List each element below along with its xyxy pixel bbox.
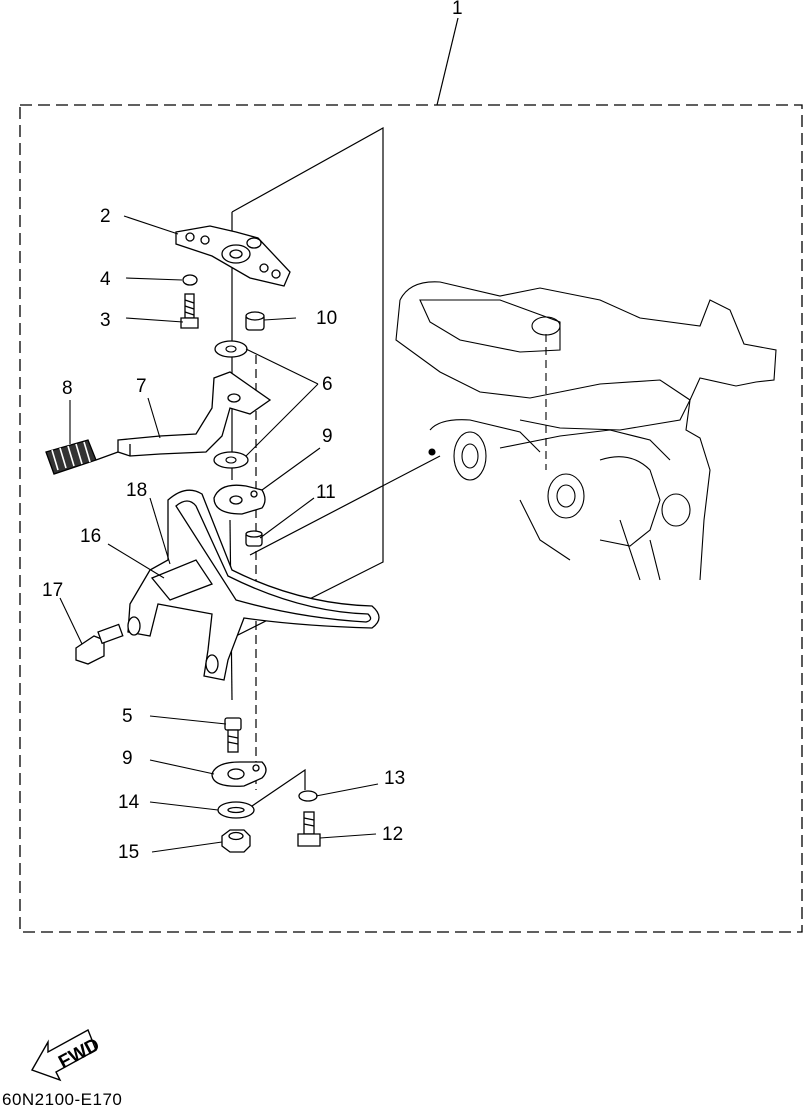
fwd-arrow-icon <box>30 1029 97 1082</box>
bolt-3 <box>180 293 199 329</box>
washer-14 <box>217 801 255 819</box>
callout-12: 12 <box>382 824 403 845</box>
callout-13: 13 <box>384 768 405 789</box>
collar-10 <box>245 311 265 331</box>
callout-3: 3 <box>100 310 111 331</box>
reference-lines <box>229 126 441 807</box>
bracket-plate <box>175 225 291 287</box>
callout-16: 16 <box>80 526 101 547</box>
callout-10: 10 <box>316 308 337 329</box>
drawing-code: 60N2100-E170 <box>2 1090 123 1109</box>
callout-7: 7 <box>136 376 147 397</box>
callout-15: 15 <box>118 842 139 863</box>
callout-6: 6 <box>322 374 333 395</box>
plate-9-lower <box>211 761 267 787</box>
leader-lines <box>59 215 379 853</box>
callout-5: 5 <box>122 706 133 727</box>
leader-1 <box>436 17 459 106</box>
callout-1: 1 <box>452 0 463 19</box>
collar-11 <box>245 530 263 547</box>
bolt-17 <box>75 623 124 665</box>
callout-9b: 9 <box>122 748 133 769</box>
callout-14: 14 <box>118 792 140 813</box>
bolt-5 <box>224 717 242 753</box>
callout-2: 2 <box>100 206 111 227</box>
lever-7 <box>117 371 272 457</box>
plate-9-upper <box>213 484 266 515</box>
bolt-12 <box>297 811 321 847</box>
callout-9a: 9 <box>322 426 333 447</box>
main-bracket <box>127 489 380 681</box>
small-washer <box>182 274 198 286</box>
callout-18: 18 <box>126 480 147 501</box>
callout-4: 4 <box>100 269 111 290</box>
grip-8 <box>45 439 119 475</box>
washer-13 <box>298 790 318 802</box>
callout-17: 17 <box>42 580 63 601</box>
engine-housing <box>395 281 777 581</box>
assembly-boundary <box>19 104 803 933</box>
callout-11: 11 <box>316 482 336 503</box>
callout-8: 8 <box>62 378 73 399</box>
nut-15 <box>221 829 251 853</box>
